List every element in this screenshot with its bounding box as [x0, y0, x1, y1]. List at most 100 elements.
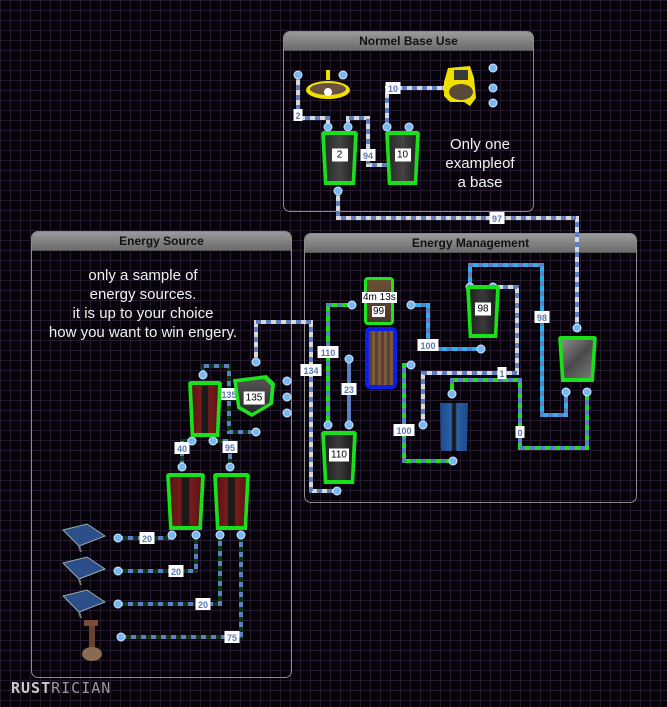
wire-dash-w_135: [201, 364, 256, 434]
ceiling-light-icon: [306, 70, 350, 99]
connection-port[interactable]: [215, 530, 225, 540]
wire-dash-w_1: [421, 285, 519, 425]
connection-port[interactable]: [347, 300, 357, 310]
connection-port[interactable]: [113, 533, 123, 543]
generator-timer: 4m 13s: [362, 292, 397, 303]
ceiling-light[interactable]: [304, 70, 352, 100]
wire-label-bg: [224, 631, 240, 643]
connection-port[interactable]: [323, 122, 333, 132]
connection-port[interactable]: [113, 566, 123, 576]
wire-label: 100: [420, 341, 435, 351]
battery-charge: 110: [329, 448, 349, 462]
auto-turret[interactable]: [440, 62, 480, 110]
connection-port[interactable]: [236, 530, 246, 540]
connection-port[interactable]: [418, 420, 428, 430]
panel-title: Energy Source: [32, 232, 291, 251]
solar-panel-1[interactable]: [57, 522, 107, 553]
battery-small-2[interactable]: 10: [385, 131, 420, 185]
connection-port[interactable]: [198, 370, 208, 380]
connection-port[interactable]: [476, 344, 486, 354]
battery-charge: 2: [331, 148, 348, 162]
connection-port[interactable]: [406, 300, 416, 310]
connection-port[interactable]: [282, 376, 292, 386]
wire-label: 98: [537, 313, 547, 323]
logo-part1: RUST: [11, 679, 52, 697]
connection-port[interactable]: [251, 427, 261, 437]
wire-label: 2: [295, 111, 300, 121]
connection-port[interactable]: [404, 122, 414, 132]
small-generator[interactable]: 4m 13s 99: [362, 277, 397, 325]
wire-w_100[interactable]: [411, 303, 481, 351]
solar-panel-2[interactable]: [57, 555, 107, 586]
connection-port[interactable]: [323, 420, 333, 430]
red-battery-top[interactable]: [188, 381, 222, 437]
connection-port[interactable]: [344, 420, 354, 430]
connection-port[interactable]: [343, 122, 353, 132]
connection-port[interactable]: [208, 436, 218, 446]
note-line: energy sources.: [89, 286, 197, 303]
connection-port[interactable]: [488, 83, 498, 93]
connection-port[interactable]: [582, 387, 592, 397]
battery-charge: 98: [475, 302, 491, 316]
red-battery-right[interactable]: [213, 473, 250, 530]
wire-dash-w_95: [213, 439, 232, 467]
wire-label-bg: [417, 339, 439, 351]
panel-normel-base-use: Normel Base Use: [283, 31, 534, 212]
logo-part2: RICIAN: [51, 679, 112, 697]
note-line: how you want to win engery.: [48, 324, 238, 341]
wire-w_solar2[interactable]: [118, 535, 198, 573]
solar-panel-icon: [62, 556, 107, 586]
connection-port[interactable]: [344, 354, 354, 364]
connection-port[interactable]: [572, 323, 582, 333]
battery-charge: 135: [243, 391, 265, 405]
electrical-branch[interactable]: [365, 327, 397, 389]
red-battery-left[interactable]: [166, 473, 205, 530]
connection-port[interactable]: [338, 70, 348, 80]
connection-port[interactable]: [488, 98, 498, 108]
connection-port[interactable]: [488, 63, 498, 73]
wind-turbine[interactable]: [80, 618, 104, 662]
wind-turbine-icon: [82, 620, 102, 661]
wire-label: 110: [321, 348, 336, 358]
connection-port[interactable]: [332, 486, 342, 496]
connection-port[interactable]: [251, 357, 261, 367]
connection-port[interactable]: [282, 392, 292, 402]
connection-port[interactable]: [333, 186, 343, 196]
connection-port[interactable]: [448, 456, 458, 466]
connection-port[interactable]: [177, 462, 187, 472]
power-switch-panel[interactable]: [558, 336, 597, 382]
connection-port[interactable]: [406, 360, 416, 370]
note-line: Only one: [449, 136, 511, 153]
wire-label: 1: [499, 369, 504, 379]
connection-port[interactable]: [447, 389, 457, 399]
battery-medium[interactable]: 98: [466, 285, 500, 338]
battery-large-output[interactable]: 110: [321, 431, 357, 484]
wire-label: 135: [221, 390, 236, 400]
wire-label: 0: [517, 428, 522, 438]
connection-port[interactable]: [293, 70, 303, 80]
connection-port[interactable]: [113, 599, 123, 609]
wire-label: 23: [344, 385, 354, 395]
connection-port[interactable]: [187, 436, 197, 446]
wire-w_94[interactable]: [346, 116, 400, 167]
wire-dash-w_solar2: [118, 535, 198, 573]
wire-label-bg: [515, 426, 525, 438]
connection-port[interactable]: [282, 408, 292, 418]
connection-port[interactable]: [382, 122, 392, 132]
connection-port[interactable]: [116, 632, 126, 642]
connection-port[interactable]: [225, 462, 235, 472]
connection-port[interactable]: [561, 387, 571, 397]
solar-panel-3[interactable]: [57, 588, 107, 619]
battery-small-1[interactable]: 2: [321, 131, 358, 185]
large-battery[interactable]: 135: [233, 375, 275, 417]
wire-label-bg: [168, 565, 184, 577]
wire-w_wind[interactable]: [121, 535, 243, 639]
connection-port[interactable]: [191, 530, 201, 540]
panel-title: Normel Base Use: [284, 32, 533, 51]
blue-storage-unit[interactable]: [440, 403, 468, 451]
panel-title: Energy Management: [305, 234, 636, 253]
wire-label-bg: [393, 424, 415, 436]
rustrician-logo: RUSTRICIAN: [11, 679, 111, 697]
connection-port[interactable]: [167, 530, 177, 540]
note-line: it is up to your choice: [72, 305, 214, 322]
